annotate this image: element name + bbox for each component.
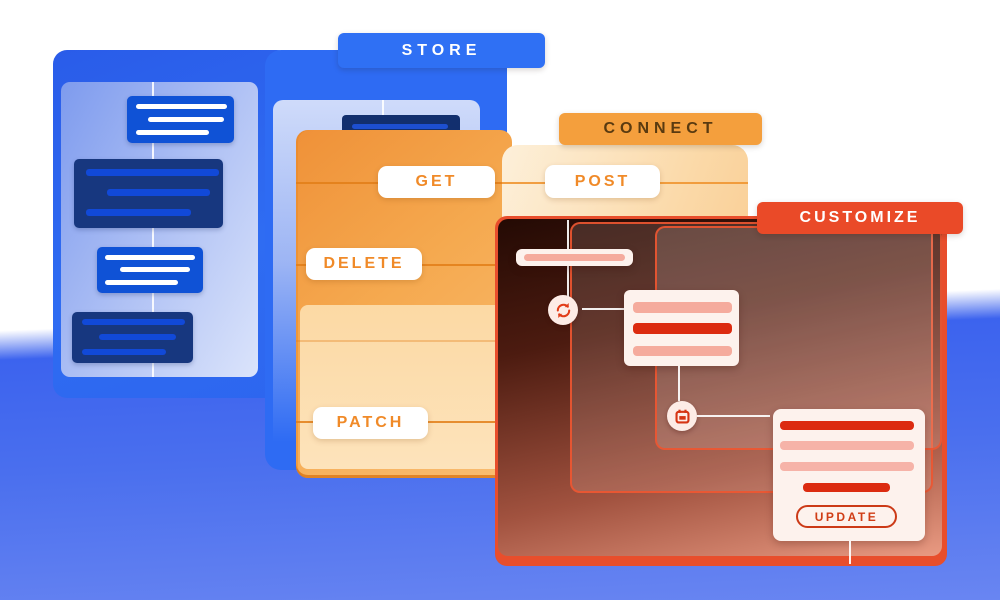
text-line xyxy=(352,124,448,129)
text-line xyxy=(136,104,227,109)
text-line xyxy=(780,462,914,471)
text-line xyxy=(633,302,732,313)
text-line xyxy=(86,169,219,176)
tab-store-label: STORE xyxy=(401,41,482,59)
flow-connector-line xyxy=(152,82,154,377)
flow-connector-line xyxy=(697,415,770,417)
tab-connect-label: CONNECT xyxy=(603,120,718,137)
mini-card xyxy=(516,249,633,266)
text-line xyxy=(524,254,625,261)
calendar-icon xyxy=(674,409,690,424)
text-line xyxy=(99,334,176,340)
flow-connector-line xyxy=(849,541,851,564)
blue-folder xyxy=(53,50,291,398)
customize-folder: UPDATE xyxy=(495,216,947,566)
text-line xyxy=(148,117,224,122)
highlight-line xyxy=(780,421,914,430)
patch-pill-label: PATCH xyxy=(336,414,405,431)
delete-pill-label: DELETE xyxy=(323,255,405,272)
refresh-icon xyxy=(556,302,570,318)
text-line xyxy=(780,441,914,450)
row-line xyxy=(296,340,512,342)
highlight-line xyxy=(803,483,890,492)
get-pill[interactable]: GET xyxy=(378,166,495,198)
methods-folder: GET DELETE PATCH xyxy=(296,130,512,478)
update-button[interactable]: UPDATE xyxy=(796,505,897,528)
tab-store: STORE xyxy=(338,33,545,68)
flow-node xyxy=(74,159,223,228)
patch-pill[interactable]: PATCH xyxy=(313,407,428,439)
tab-customize: CUSTOMIZE xyxy=(757,202,963,234)
flow-node xyxy=(97,247,203,293)
flow-connector-line xyxy=(382,100,384,116)
text-line xyxy=(120,267,190,272)
text-line xyxy=(136,130,209,135)
flow-connector-line xyxy=(678,366,680,401)
tab-connect: CONNECT xyxy=(559,113,762,145)
text-line xyxy=(82,349,166,355)
delete-pill[interactable]: DELETE xyxy=(306,248,422,280)
flow-connector-line xyxy=(582,308,624,310)
text-line xyxy=(107,189,210,196)
blue-folder-inset xyxy=(61,82,258,377)
text-line xyxy=(105,280,178,285)
text-line xyxy=(82,319,185,325)
update-card: UPDATE xyxy=(773,409,925,541)
calendar-node xyxy=(667,401,697,431)
methods-folder-inset xyxy=(300,305,508,469)
flow-node xyxy=(72,312,193,363)
detail-card xyxy=(624,290,739,366)
refresh-node xyxy=(548,295,578,325)
text-line xyxy=(86,209,191,216)
update-button-label: UPDATE xyxy=(814,509,879,524)
text-line xyxy=(105,255,195,260)
flow-node xyxy=(127,96,234,143)
post-pill-label: POST xyxy=(574,172,631,190)
get-pill-label: GET xyxy=(415,173,458,190)
highlight-line xyxy=(633,323,732,334)
tab-customize-label: CUSTOMIZE xyxy=(799,209,921,226)
text-line xyxy=(633,346,732,356)
post-pill[interactable]: POST xyxy=(545,165,660,198)
